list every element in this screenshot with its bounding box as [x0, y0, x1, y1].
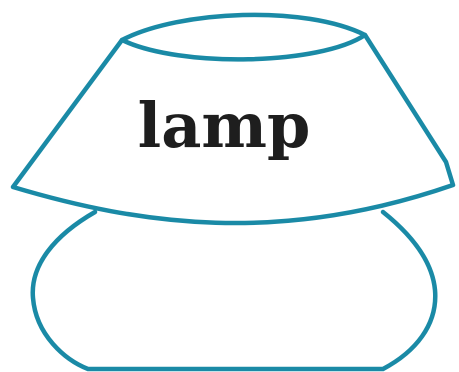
lamp-shade-rim	[122, 15, 365, 60]
lamp-base	[33, 212, 436, 369]
lamp-label: lamp	[138, 89, 311, 162]
